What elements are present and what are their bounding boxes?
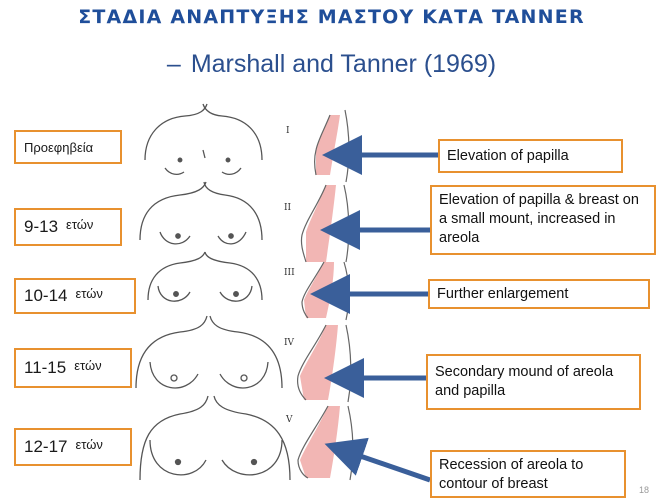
age-box-stage-2: 9-13 ετών bbox=[14, 208, 122, 246]
description-stage-4: Secondary mound of areola and papilla bbox=[426, 354, 641, 410]
profile-stage-2 bbox=[301, 185, 348, 262]
age-box-stage-1: Προεφηβεία bbox=[14, 130, 122, 164]
torso-front-stage-5 bbox=[140, 396, 290, 480]
age-range: 11-15 bbox=[24, 358, 66, 378]
age-label: Προεφηβεία bbox=[24, 140, 93, 155]
arrows bbox=[320, 155, 438, 480]
age-box-stage-3: 10-14 ετών bbox=[14, 278, 136, 314]
stage-numeral-3: III bbox=[284, 268, 295, 278]
profile-stage-4 bbox=[298, 325, 351, 402]
age-range: 12-17 bbox=[24, 437, 67, 457]
torso-front-stage-1 bbox=[145, 104, 262, 174]
profile-stage-5 bbox=[298, 406, 353, 480]
description-stage-2: Elevation of papilla & breast on a small… bbox=[430, 185, 656, 255]
age-range: 10-14 bbox=[24, 286, 67, 306]
age-box-stage-5: 12-17 ετών bbox=[14, 428, 132, 466]
description-stage-5: Recession of areola to contour of breast bbox=[430, 450, 626, 498]
torso-front-stage-4 bbox=[136, 316, 282, 388]
age-unit: ετών bbox=[75, 286, 102, 301]
description-stage-1: Elevation of papilla bbox=[438, 139, 623, 173]
stage-numeral-1: I bbox=[286, 126, 290, 136]
torso-front-stage-3 bbox=[148, 252, 262, 301]
arrow-stage-5 bbox=[334, 447, 430, 480]
age-range: 9-13 bbox=[24, 217, 58, 237]
description-stage-3: Further enlargement bbox=[428, 279, 650, 309]
age-unit: ετών bbox=[74, 358, 101, 373]
age-unit: ετών bbox=[75, 437, 102, 452]
age-box-stage-4: 11-15 ετών bbox=[14, 348, 132, 388]
profile-stage-3 bbox=[302, 262, 349, 320]
profile-stage-1 bbox=[315, 110, 349, 182]
stage-numeral-2: II bbox=[284, 203, 291, 213]
slide-number: 18 bbox=[639, 485, 649, 495]
torso-front-stage-2 bbox=[140, 182, 262, 244]
stage-numeral-4: IV bbox=[284, 338, 294, 348]
age-unit: ετών bbox=[66, 217, 93, 232]
stage-numeral-5: V bbox=[286, 415, 293, 425]
